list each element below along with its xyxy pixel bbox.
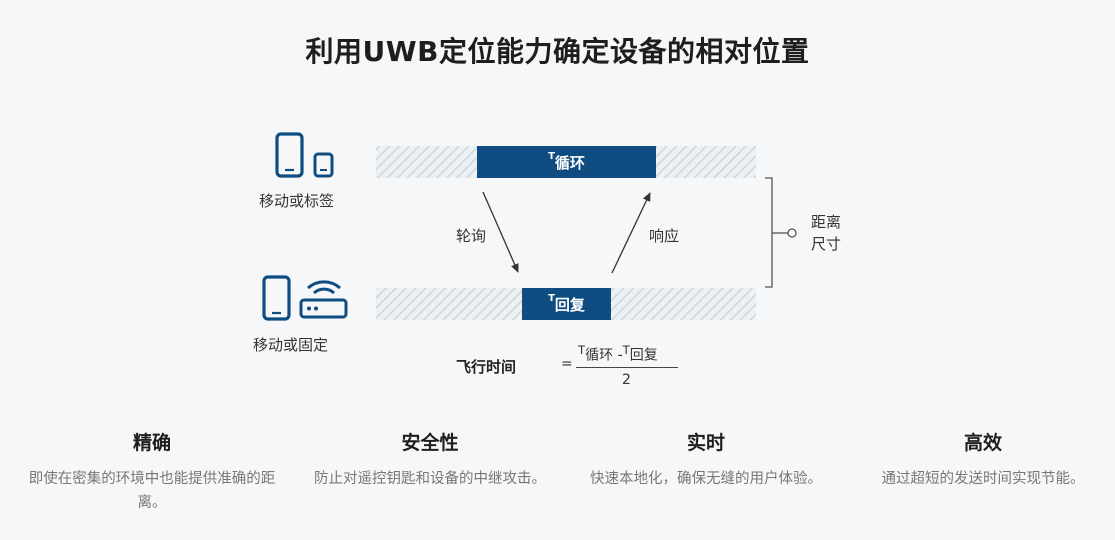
uwb-diagram: 移动或标签 移动或固定 T循环 T回复 轮询 响应 距离 尺寸 飞行时间 = T… xyxy=(253,132,842,388)
feature-title: 高效 xyxy=(963,432,1002,454)
feature-efficient: 高效 通过超短的发送时间实现节能。 xyxy=(853,428,1113,491)
tof-label: 飞行时间 xyxy=(456,358,517,376)
bottom-device-label: 移动或固定 xyxy=(253,336,329,354)
phone-icon xyxy=(275,132,304,178)
formula-numerator: T循环 -T回复 xyxy=(578,343,658,364)
tag-icon xyxy=(313,152,334,178)
router-icon xyxy=(299,280,348,319)
bottom-bar-label: T回复 xyxy=(548,293,585,314)
feature-title: 安全性 xyxy=(401,432,459,454)
equals-sign: = xyxy=(561,356,573,372)
feature-desc: 快速本地化，确保无缝的用户体验。 xyxy=(590,471,822,487)
poll-arrow xyxy=(482,191,519,273)
size-label: 尺寸 xyxy=(811,235,842,253)
feature-title: 实时 xyxy=(686,432,725,454)
feature-security: 安全性 防止对遥控钥匙和设备的中继攻击。 xyxy=(300,428,560,491)
feature-desc: 防止对遥控钥匙和设备的中继攻击。 xyxy=(314,471,546,487)
feature-desc: 即使在密集的环境中也能提供准确的距离。 xyxy=(28,471,276,511)
diagram-canvas xyxy=(262,132,797,321)
response-arrow xyxy=(611,192,651,274)
page-title: 利用UWB定位能力确定设备的相对位置 xyxy=(305,35,810,68)
top-bar-label: T循环 xyxy=(548,151,585,172)
fraction-bar xyxy=(576,367,678,368)
phone-icon xyxy=(262,275,291,321)
top-bar xyxy=(477,146,656,178)
distance-label: 距离 xyxy=(811,213,842,231)
formula-denominator: 2 xyxy=(622,372,631,388)
top-device-label: 移动或标签 xyxy=(259,192,335,210)
response-label: 响应 xyxy=(649,227,680,245)
feature-title: 精确 xyxy=(132,432,171,454)
feature-precise: 精确 即使在密集的环境中也能提供准确的距离。 xyxy=(22,428,282,515)
bottom-bar xyxy=(522,288,611,320)
poll-label: 轮询 xyxy=(456,227,487,245)
distance-bracket xyxy=(765,177,773,288)
feature-realtime: 实时 快速本地化，确保无缝的用户体验。 xyxy=(576,428,836,491)
feature-desc: 通过超短的发送时间实现节能。 xyxy=(881,471,1085,487)
bracket-node xyxy=(787,228,797,238)
